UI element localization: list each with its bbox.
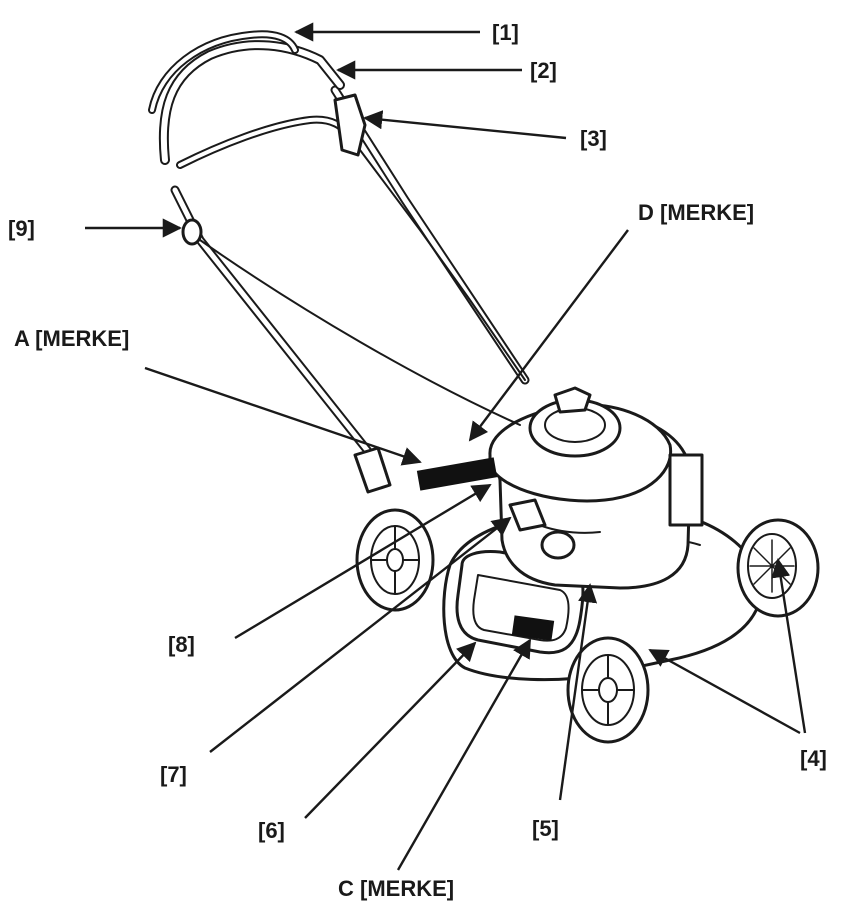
leader-4a	[648, 648, 801, 735]
label-7: [7]	[160, 762, 187, 787]
decal-a	[416, 457, 498, 491]
label-2: [2]	[530, 58, 557, 83]
leader-7	[209, 516, 512, 753]
rear-wheel-left	[355, 508, 435, 612]
label-4: [4]	[800, 746, 827, 771]
label-a: A [MERKE]	[14, 326, 129, 351]
label-3: [3]	[580, 126, 607, 151]
leader-c	[396, 638, 532, 871]
leader-6	[304, 641, 477, 819]
leader-3	[363, 110, 567, 140]
label-6: [6]	[258, 818, 285, 843]
label-c: C [MERKE]	[338, 876, 454, 901]
label-9: [9]	[8, 216, 35, 241]
engine	[488, 386, 704, 590]
leader-a	[144, 366, 422, 466]
decal-c	[511, 615, 555, 641]
leader-d	[468, 229, 629, 442]
label-5: [5]	[532, 816, 559, 841]
leader-5	[558, 583, 598, 801]
leader-4b	[771, 558, 807, 734]
right-wheel	[736, 518, 820, 618]
front-wheel	[566, 636, 650, 744]
handle	[148, 30, 530, 494]
label-d: D [MERKE]	[638, 200, 754, 225]
leader-lines	[85, 22, 807, 871]
label-8: [8]	[168, 632, 195, 657]
label-1: [1]	[492, 20, 519, 45]
leader-8	[234, 483, 492, 640]
